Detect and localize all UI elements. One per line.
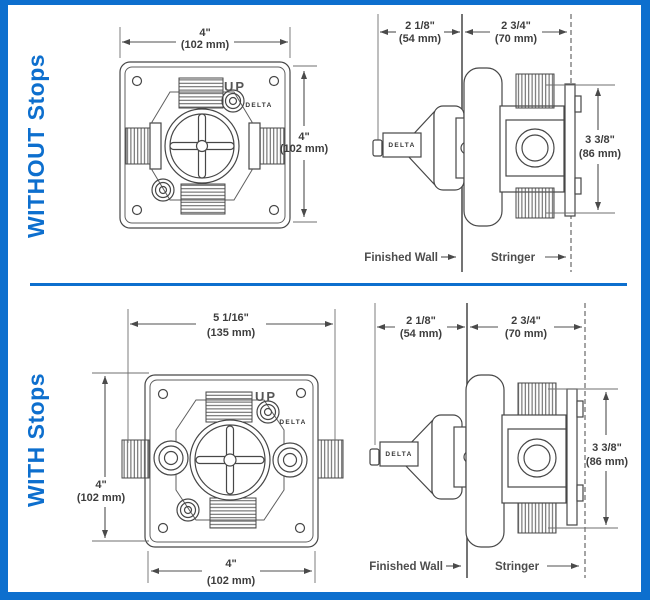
without-stops-diagram: UP DELTA 4" (102 mm) 4" (102 mm) DELTA	[119, 14, 622, 272]
front-width-dimension: 4" (102 mm)	[119, 27, 291, 58]
stop-valve-right	[272, 442, 308, 478]
front-view-with-stops: UP DELTA	[121, 374, 344, 548]
screw-bottom	[176, 498, 200, 522]
finished-wall-label: Finished Wall	[364, 252, 438, 264]
mounting-hole	[131, 75, 143, 87]
mounting-bracket	[566, 388, 578, 526]
up-label: UP	[224, 79, 246, 94]
wall-stringer-labels: Finished Wall Stringer	[369, 561, 579, 573]
dim-height-in: 4"	[95, 479, 106, 491]
frame-right-bar	[641, 0, 650, 600]
frame-top-bar	[0, 0, 650, 5]
dim-front-depth-in: 2 1/8"	[406, 315, 436, 327]
dim-width-mm: (102 mm)	[207, 575, 256, 587]
frame-left-bar	[0, 0, 8, 600]
dim-overall-width-in: 5 1/16"	[213, 312, 249, 324]
delta-tag	[382, 132, 422, 158]
mounting-hole	[157, 388, 169, 400]
dim-width-in: 4"	[225, 558, 236, 570]
dim-back-depth-mm: (70 mm)	[495, 33, 538, 45]
side-height-dimension: 3 3/8" (86 mm)	[546, 84, 622, 214]
dim-back-depth-in: 2 3/4"	[501, 20, 531, 32]
plaster-guard-dome	[463, 67, 503, 227]
mounting-hole	[295, 387, 307, 399]
dim-width-in: 4"	[199, 27, 210, 39]
dim-front-depth-in: 2 1/8"	[405, 20, 435, 32]
dim-back-depth-in: 2 3/4"	[511, 315, 541, 327]
stop-valve-left	[153, 440, 189, 476]
up-label: UP	[255, 389, 277, 404]
outlet-stub-bottom	[517, 502, 557, 534]
dim-height-in: 4"	[298, 131, 309, 143]
dim-overall-width-mm: (135 mm)	[207, 327, 256, 339]
section-divider	[30, 283, 627, 286]
ribbed-block-bottom	[209, 497, 257, 529]
frame-bottom-bar	[0, 592, 650, 600]
mounting-hole	[294, 522, 306, 534]
dim-height-mm: (102 mm)	[77, 492, 126, 504]
ribbed-block-top	[205, 391, 253, 423]
delta-brand-label: DELTA	[245, 102, 272, 109]
dim-height-mm: (102 mm)	[280, 143, 329, 155]
outlet-port	[517, 438, 557, 478]
delta-tag	[379, 441, 419, 467]
handle-end-cap	[372, 139, 383, 157]
side-view-with-stops: DELTA	[369, 374, 584, 548]
outlet-port	[515, 128, 555, 168]
dim-front-depth-mm: (54 mm)	[399, 33, 442, 45]
overall-width-dimension: 5 1/16" (135 mm)	[127, 309, 336, 443]
dim-side-height-mm: (86 mm)	[586, 456, 629, 468]
mounting-hole	[157, 522, 169, 534]
ribbed-block-bottom	[180, 183, 226, 215]
delta-brand-label: DELTA	[388, 142, 415, 149]
dim-back-depth-mm: (70 mm)	[505, 328, 548, 340]
front-view-without-stops: UP DELTA	[119, 61, 291, 229]
outlet-stub-top	[517, 382, 557, 416]
outlet-stub-top	[515, 73, 555, 109]
outlet-stub-bottom	[515, 187, 555, 219]
screw-top	[256, 400, 280, 424]
mounting-hole	[131, 204, 143, 216]
screw-bottom	[151, 178, 175, 202]
supply-stub-right	[259, 127, 285, 165]
dim-front-depth-mm: (54 mm)	[400, 328, 443, 340]
delta-brand-label: DELTA	[385, 451, 412, 458]
supply-stub-left	[121, 439, 150, 479]
screw-top	[221, 89, 245, 113]
delta-brand-label: DELTA	[279, 419, 306, 426]
stringer-label: Stringer	[491, 252, 536, 264]
supply-stub-right	[317, 439, 344, 479]
supply-stub-left	[125, 127, 151, 165]
dim-side-height-in: 3 3/8"	[585, 134, 615, 146]
front-depth-dimension: 2 1/8" (54 mm)	[377, 315, 465, 340]
front-width-dimension: 4" (102 mm)	[147, 551, 316, 587]
dim-side-height-mm: (86 mm)	[579, 148, 622, 160]
dim-width-mm: (102 mm)	[181, 39, 230, 51]
plaster-guard-dome	[465, 374, 505, 548]
back-depth-dimension: 2 3/4" (70 mm)	[470, 315, 582, 340]
side-height-dimension: 3 3/8" (86 mm)	[548, 388, 629, 529]
wall-stringer-labels: Finished Wall Stringer	[364, 252, 566, 264]
front-height-dimension: 4" (102 mm)	[280, 65, 329, 223]
front-height-dimension: 4" (102 mm)	[77, 372, 149, 542]
mounting-hole	[268, 75, 280, 87]
stringer-label: Stringer	[495, 561, 540, 573]
with-stops-diagram: UP DELTA 5 1/16" (135 mm) 4" (102 mm) 4"…	[77, 303, 629, 587]
ribbed-block-top	[178, 77, 224, 109]
finished-wall-label: Finished Wall	[369, 561, 443, 573]
handle-end-cap	[369, 448, 380, 466]
mounting-hole	[268, 204, 280, 216]
front-depth-dimension: 2 1/8" (54 mm)	[380, 20, 460, 45]
back-depth-dimension: 2 3/4" (70 mm)	[465, 20, 567, 45]
dim-side-height-in: 3 3/8"	[592, 442, 622, 454]
mounting-bracket	[564, 83, 576, 217]
side-view-without-stops: DELTA	[372, 67, 582, 227]
